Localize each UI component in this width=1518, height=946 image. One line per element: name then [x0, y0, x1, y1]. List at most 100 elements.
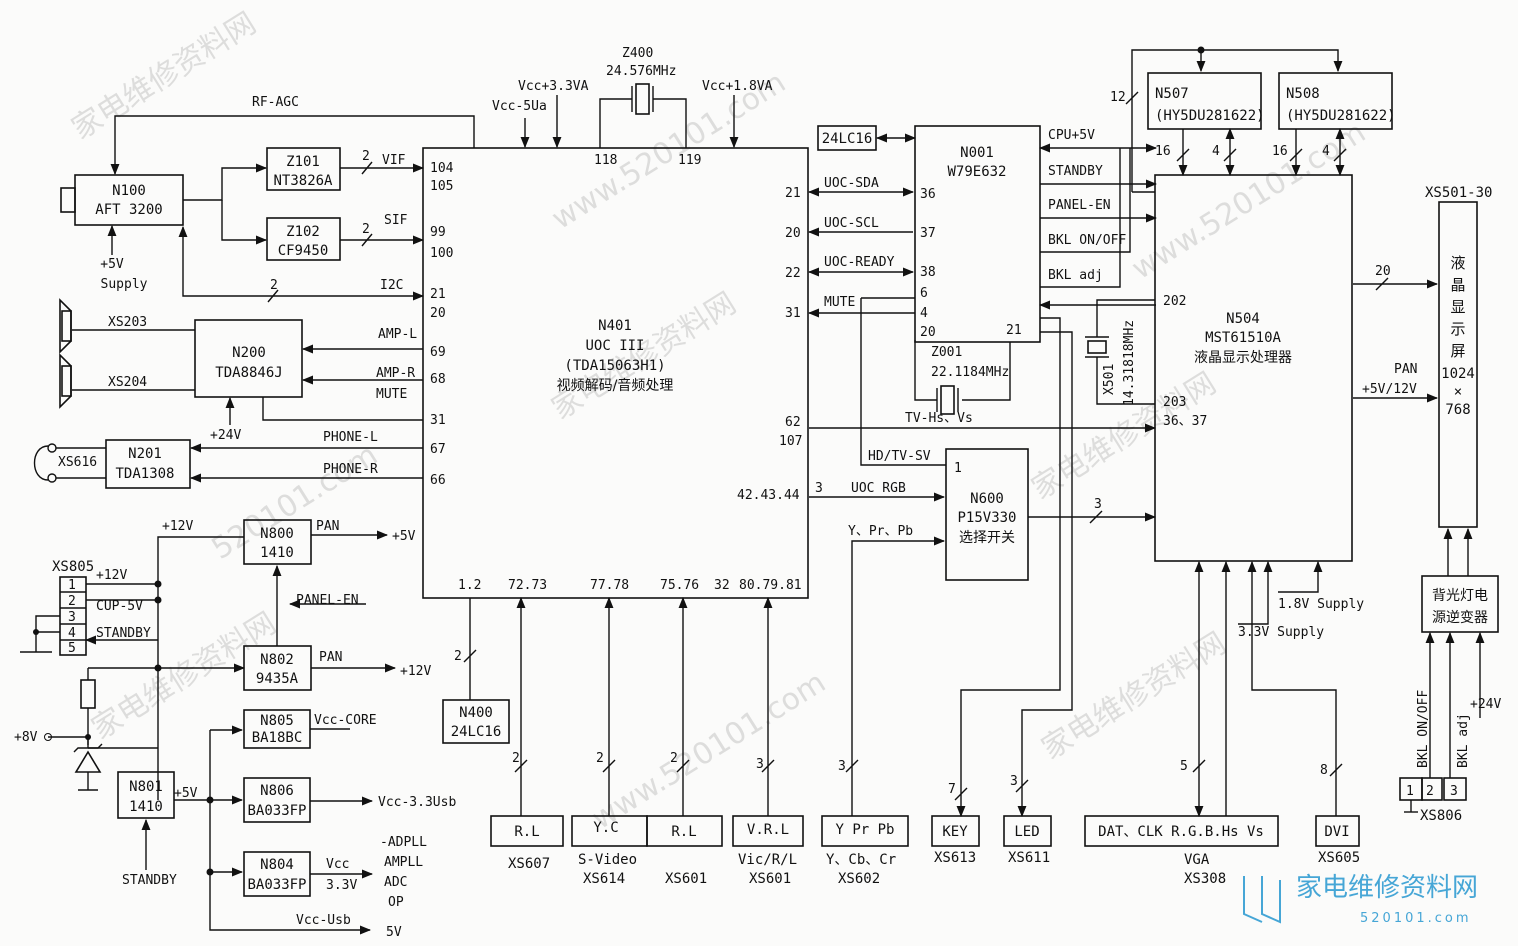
label-uoc-scl: UOC-SCL	[824, 216, 879, 231]
label-out-12v: +12V	[400, 664, 431, 679]
connector-xs806-pin	[1421, 777, 1443, 801]
block-inverter-line1: 背光灯电	[1432, 588, 1488, 604]
label-pan-5v-12v: +5V/12V	[1362, 382, 1417, 397]
connector-xs602-type: Y、Cb、Cr	[826, 852, 896, 868]
label-plus24v-inverter: +24V	[1470, 697, 1501, 712]
block-n806-name: N806	[260, 783, 294, 799]
pin: 20	[430, 306, 446, 321]
pin: 80.79.81	[739, 578, 802, 593]
block-n802-part: 9435A	[256, 671, 299, 687]
crystal-z001-freq: 22.1184MHz	[931, 365, 1009, 380]
label-op: OP	[388, 895, 404, 910]
label-adc: ADC	[384, 875, 407, 890]
block-n001-name: N001	[960, 145, 994, 161]
bus-count: 20	[1375, 264, 1391, 279]
pin: 68	[430, 372, 446, 387]
crystal-z400-icon	[635, 83, 650, 115]
label-plus24v: +24V	[210, 428, 241, 443]
block-n800	[243, 519, 312, 565]
block-n201	[105, 439, 191, 489]
crystal-x501-name: X501	[1102, 364, 1117, 395]
label-supply-18: 1.8V Supply	[1278, 597, 1364, 612]
block-n401-desc: 视频解码/音频处理	[557, 377, 674, 394]
pin: 22	[785, 266, 801, 281]
connector-xs806-pin-label: 1	[1406, 784, 1414, 799]
label-tv-hs-vs: TV-Hs、Vs	[905, 411, 973, 426]
bus-count: 2	[270, 278, 278, 293]
pin: 105	[430, 179, 453, 194]
label-pan: PAN	[1394, 362, 1417, 377]
lcd-panel-char: 示	[1450, 320, 1465, 338]
pin: 62	[785, 415, 801, 430]
connector-xs602-label: XS602	[838, 871, 880, 887]
label-uoc-rgb: UOC RGB	[851, 481, 906, 496]
pin: 38	[920, 265, 936, 280]
logo-text-cn: 家电维修资料网	[1296, 873, 1478, 903]
watermark-text: 家电维修资料网	[546, 286, 743, 427]
connector-xs601b-type: Vic/R/L	[738, 852, 797, 868]
resistor-icon	[80, 679, 96, 709]
label-vif: VIF	[382, 153, 406, 168]
lcd-panel	[1438, 201, 1478, 528]
logo-text-url: 520101.com	[1360, 911, 1472, 926]
lcd-panel-char: 屏	[1450, 342, 1465, 360]
label-out-5v: +5V	[392, 529, 416, 544]
block-n504-part: MST61510A	[1205, 330, 1281, 346]
connector-xs805-pin: 1	[68, 578, 76, 593]
connector-xs806-pin	[1443, 777, 1467, 801]
label-panel-en: PANEL-EN	[1048, 198, 1111, 213]
bus-count: 3	[1010, 774, 1018, 789]
block-n201-part: TDA1308	[115, 466, 174, 482]
pin: 72.73	[508, 578, 547, 593]
label-vcc: Vcc	[326, 857, 349, 872]
block-n600-name: N600	[970, 491, 1004, 507]
connector-xs602-signals: Y Pr Pb	[835, 822, 894, 838]
pin: 42.43.44	[737, 488, 800, 503]
connector-xs806-pin-label: 2	[1426, 784, 1434, 799]
label-vcc18va: Vcc+1.8VA	[702, 79, 773, 94]
pin: 202	[1163, 294, 1186, 309]
label-bkl-onoff-2: BKL ON/OFF	[1416, 690, 1431, 768]
label-plus5v: +5V	[100, 257, 124, 272]
block-n806	[243, 777, 311, 823]
connector-xs602-box	[821, 815, 909, 847]
connector-xs203: XS203	[108, 315, 147, 330]
block-n804-name: N804	[260, 857, 294, 873]
pin: 118	[594, 153, 617, 168]
block-z101-part: NT3826A	[273, 173, 333, 189]
label-bkl-adj-2: BKL adj	[1456, 713, 1471, 768]
connector-xs611-box	[1003, 815, 1052, 847]
lcd-panel-char: 晶	[1450, 276, 1465, 294]
crystal-z001-name: Z001	[931, 345, 962, 360]
connector-xs614-signals: Y.C	[593, 820, 618, 836]
watermark-text: 家电维修资料网	[1036, 626, 1233, 767]
bus-count: 8	[1320, 763, 1328, 778]
connector-xs605-signals: DVI	[1324, 824, 1349, 840]
connector-xs805-pin: 2	[68, 594, 76, 609]
label-plus8v: +8V	[14, 730, 38, 745]
bus-count: 2	[670, 751, 678, 766]
zener-diode-icon	[73, 743, 103, 791]
label-plus12v-top: +12V	[162, 519, 193, 534]
pin: 1.2	[458, 578, 481, 593]
pin: 36、37	[1163, 414, 1207, 429]
bus-count: 7	[948, 782, 956, 797]
watermark-text: www.520101.com	[1126, 115, 1372, 287]
bus-count: 12	[1110, 90, 1126, 105]
label-vcc33usb: Vcc-3.3Usb	[378, 795, 456, 810]
pin: 75.76	[660, 578, 699, 593]
block-n507-name: N507	[1155, 86, 1189, 102]
bus-count: 5	[1180, 759, 1188, 774]
block-n200-part: TDA8846J	[215, 365, 282, 381]
site-logo: 家电维修资料网 520101.com	[1243, 873, 1478, 926]
bus-count: 16	[1272, 144, 1288, 159]
label-sif: SIF	[384, 213, 408, 228]
bus-count: 4	[1322, 144, 1330, 159]
watermark-text: www.520101.com	[586, 665, 832, 837]
label-standby-xs805: STANDBY	[96, 626, 151, 641]
pin: 6	[920, 286, 928, 301]
label-plus12v-xs805: +12V	[96, 568, 127, 583]
bus-count: 2	[454, 649, 462, 664]
crystal-z400-name: Z400	[622, 46, 653, 61]
label-amp-l: AMP-L	[378, 327, 417, 342]
